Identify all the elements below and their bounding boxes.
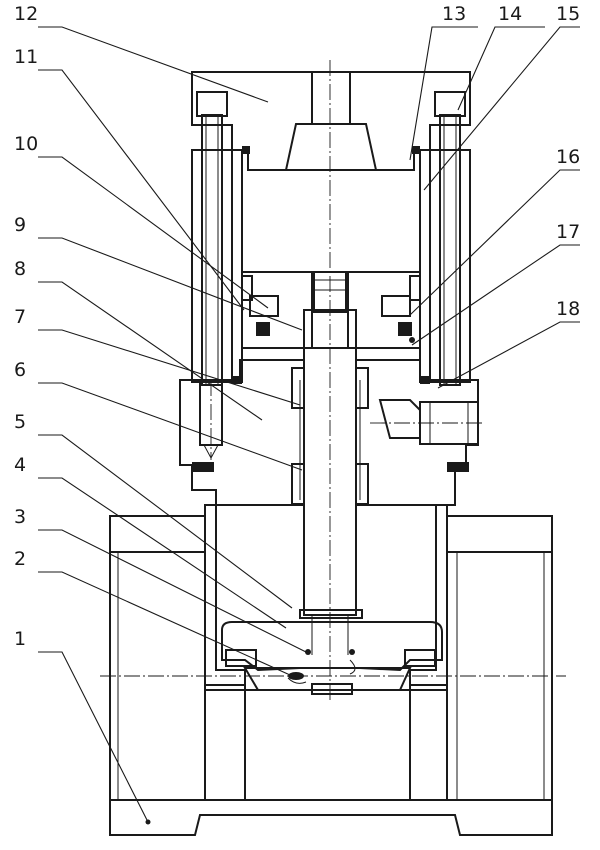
piston-seal-right — [381, 295, 411, 317]
packing-right-bot — [355, 463, 369, 505]
leader-lines — [38, 26, 580, 825]
label-10: 10 — [14, 133, 38, 155]
bolt-head-right — [434, 91, 466, 117]
label-12: 12 — [14, 3, 38, 25]
piston-oring-right — [398, 322, 412, 336]
packing-left-bot — [291, 463, 305, 505]
label-14: 14 — [498, 3, 522, 25]
label-13: 13 — [442, 3, 466, 25]
body-lower-web — [204, 684, 246, 801]
top-cone — [284, 123, 378, 171]
packing-right-top — [355, 367, 369, 409]
body-right-top-lip — [446, 515, 553, 553]
seal-ring-left — [225, 649, 257, 667]
disc-assembly — [221, 609, 443, 695]
piston-seal-left — [249, 295, 279, 317]
cylinder-wall-left — [191, 149, 243, 383]
cylinder-wall-right — [419, 149, 471, 383]
label-3: 3 — [14, 506, 26, 528]
gasket-right — [447, 462, 469, 472]
tie-rod-left — [201, 114, 223, 386]
label-9: 9 — [14, 214, 26, 236]
tie-rod-right — [439, 114, 461, 386]
piston-oring-left — [256, 322, 270, 336]
top-cap — [191, 71, 471, 171]
disc-nut — [311, 683, 353, 695]
center-lines — [100, 60, 566, 700]
label-8: 8 — [14, 258, 26, 280]
cylinder — [191, 71, 471, 386]
label-2: 2 — [14, 548, 26, 570]
body-left-top-lip — [109, 515, 206, 553]
seal-ring-right — [404, 649, 436, 667]
packing-left-top — [291, 367, 305, 409]
bonnet-left — [179, 359, 305, 506]
body-lower-web-right — [409, 684, 448, 801]
top-port — [311, 71, 351, 125]
disc-lower — [243, 667, 412, 691]
part-labels: 1 2 3 4 5 6 7 8 9 10 11 12 13 14 15 16 1… — [14, 3, 580, 650]
label-17: 17 — [556, 221, 580, 243]
label-4: 4 — [14, 454, 26, 476]
bolt-head-left — [196, 91, 228, 117]
label-11: 11 — [14, 46, 38, 68]
label-1: 1 — [14, 628, 26, 650]
piston — [241, 271, 421, 349]
label-5: 5 — [14, 411, 26, 433]
label-6: 6 — [14, 359, 26, 381]
gasket-left — [192, 462, 214, 472]
label-7: 7 — [14, 306, 26, 328]
label-18: 18 — [556, 298, 580, 320]
body-bottom-wall — [109, 799, 553, 836]
cylinder-liner-left — [231, 149, 243, 383]
label-16: 16 — [556, 146, 580, 168]
label-15: 15 — [556, 3, 580, 25]
